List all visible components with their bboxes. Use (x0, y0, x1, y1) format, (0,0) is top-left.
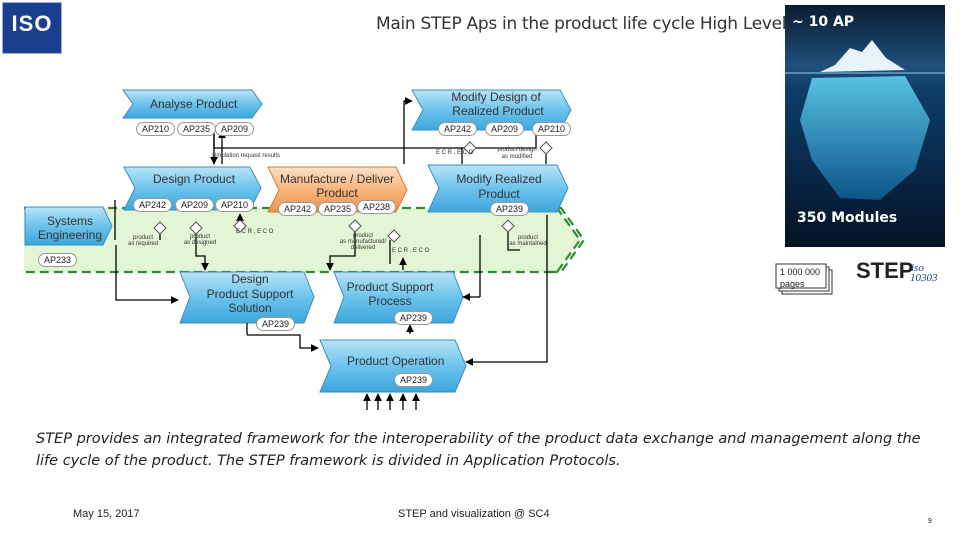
iceberg-tip (820, 40, 905, 72)
design-product-label: Design Product (153, 172, 236, 186)
analyse-ap-1: AP210 (136, 122, 176, 136)
pages-line-1: 1 000 000 (780, 267, 821, 277)
modify-design-label-2: Realized Product (452, 104, 544, 118)
iceberg-bottom-text: 350 Modules (797, 210, 898, 226)
flow-manufactured-3: delivered (350, 245, 376, 251)
analyse-product-shape (122, 89, 263, 119)
flow-manufactured-2: as manufactured/ (339, 239, 387, 245)
design-support-shape (179, 271, 315, 324)
pages-text: 1 000 000 pages (780, 266, 820, 290)
pages-line-2: pages (780, 279, 805, 289)
analyse-product-label: Analyse Product (150, 97, 238, 111)
design-support-label-3: Solution (228, 301, 272, 315)
slide-title: Main STEP Aps in the product life cycle … (376, 14, 803, 34)
manufacture-ap-3: AP238 (357, 200, 397, 214)
design-support-label-2: Product Support (206, 287, 294, 301)
manufacture-label-1: Manufacture / Deliver (279, 172, 395, 186)
flow-ecr-2: E C R , E C O (236, 229, 274, 235)
operations-band (24, 208, 580, 272)
flow-designed-1: product (189, 234, 210, 240)
footer-date: May 15, 2017 (73, 508, 140, 520)
pages-stack (775, 263, 833, 295)
systems-engineering-shape (24, 206, 113, 246)
flow-designed-2: as designed (183, 240, 217, 246)
support-process-ap-1: AP239 (394, 311, 434, 325)
footer-center: STEP and visualization @ SC4 (398, 508, 550, 520)
step-logo: STEP (856, 258, 914, 283)
description-text: STEP provides an integrated framework fo… (36, 431, 921, 469)
design-support-ap-1: AP239 (256, 317, 296, 331)
flow-required-1: product (132, 235, 153, 241)
design-support-label-1: Design (231, 272, 269, 286)
flow-design-modified-1: product design (497, 147, 537, 153)
iceberg-underwater (800, 76, 930, 200)
modify-realized-ap-1: AP239 (490, 202, 530, 216)
iso-logo-text: ISO (11, 11, 53, 36)
manufacture-label-2: Product (316, 186, 358, 200)
page-number: 9 (928, 518, 932, 525)
flow-maintained-2: as maintained (509, 241, 547, 247)
manufacture-ap-2: AP235 (318, 202, 358, 216)
support-process-label-1: Product Support (346, 280, 434, 294)
modify-realized-label-2: Product (478, 187, 520, 201)
manufacture-ap-1: AP242 (278, 202, 318, 216)
support-process-label-2: Process (368, 294, 412, 308)
step-logo-iso: iso (911, 262, 924, 274)
systems-label-1: Systems (46, 214, 93, 228)
design-ap-1: AP242 (133, 198, 173, 212)
support-process-shape (333, 271, 464, 324)
design-ap-3: AP210 (215, 198, 255, 212)
analyse-ap-3: AP209 (215, 122, 255, 136)
flow-manufactured-1: product (352, 233, 373, 239)
iceberg-top-text: ~ 10 AP (792, 14, 855, 30)
iso-logo: ISO (2, 2, 62, 54)
systems-label-2: Engineering (37, 228, 103, 242)
modify-realized-label-1: Modify Realized (456, 172, 542, 186)
modify-design-ap-3: AP210 (532, 122, 572, 136)
modify-design-ap-2: AP209 (485, 122, 525, 136)
flow-ecr-3: E C R , E C O (392, 248, 430, 254)
design-ap-2: AP209 (175, 198, 215, 212)
flow-simulation: simulation request results (212, 153, 281, 159)
operation-ap-1: AP239 (394, 373, 434, 387)
flow-design-modified-2: as modified (501, 154, 533, 160)
modify-realized-shape (427, 164, 569, 213)
flow-required-2: as required (128, 241, 159, 247)
flow-maintained-1: product (517, 235, 538, 241)
systems-ap-1: AP233 (38, 253, 78, 267)
operation-label: Product Operation (347, 354, 445, 368)
modify-design-label-1: Modify Design of (451, 90, 541, 104)
modify-design-ap-1: AP242 (438, 122, 478, 136)
flow-ecr-1: E C R , E C O (436, 150, 474, 156)
analyse-ap-2: AP235 (177, 122, 217, 136)
step-logo-number: 10303 (910, 272, 938, 284)
